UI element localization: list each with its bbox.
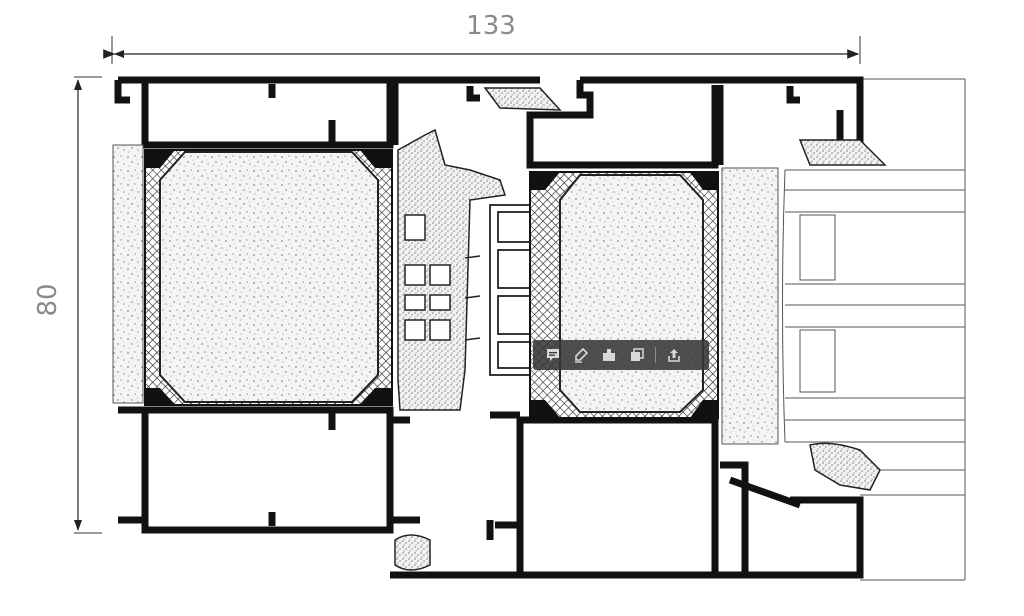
adjacent-profile-outline bbox=[782, 78, 966, 581]
highlight-button[interactable] bbox=[567, 342, 595, 368]
copy-button[interactable] bbox=[623, 342, 651, 368]
share-icon bbox=[668, 349, 680, 362]
copy-icon bbox=[631, 348, 644, 361]
comment-button[interactable] bbox=[539, 342, 567, 368]
left-glazing-unit bbox=[144, 149, 393, 406]
share-button[interactable] bbox=[660, 342, 688, 368]
seal-gaskets bbox=[394, 87, 887, 571]
highlight-icon bbox=[575, 347, 589, 363]
left-frame-profile bbox=[114, 76, 540, 534]
width-dimension: 133 bbox=[103, 11, 861, 64]
height-dimension-label: 80 bbox=[33, 283, 63, 316]
stamp-icon bbox=[603, 349, 615, 361]
height-dimension: 80 bbox=[33, 76, 102, 534]
outer-insulation-strip bbox=[112, 144, 144, 404]
center-gasket-left bbox=[397, 128, 506, 411]
stamp-button[interactable] bbox=[595, 342, 623, 368]
right-sash-profile bbox=[390, 76, 864, 579]
floating-annotation-toolbar bbox=[533, 340, 709, 370]
right-glazing-unit bbox=[529, 171, 719, 419]
toolbar-separator bbox=[655, 347, 656, 363]
inner-insulation-strip bbox=[721, 167, 779, 445]
comment-icon bbox=[547, 349, 559, 361]
width-dimension-label: 133 bbox=[466, 11, 516, 41]
